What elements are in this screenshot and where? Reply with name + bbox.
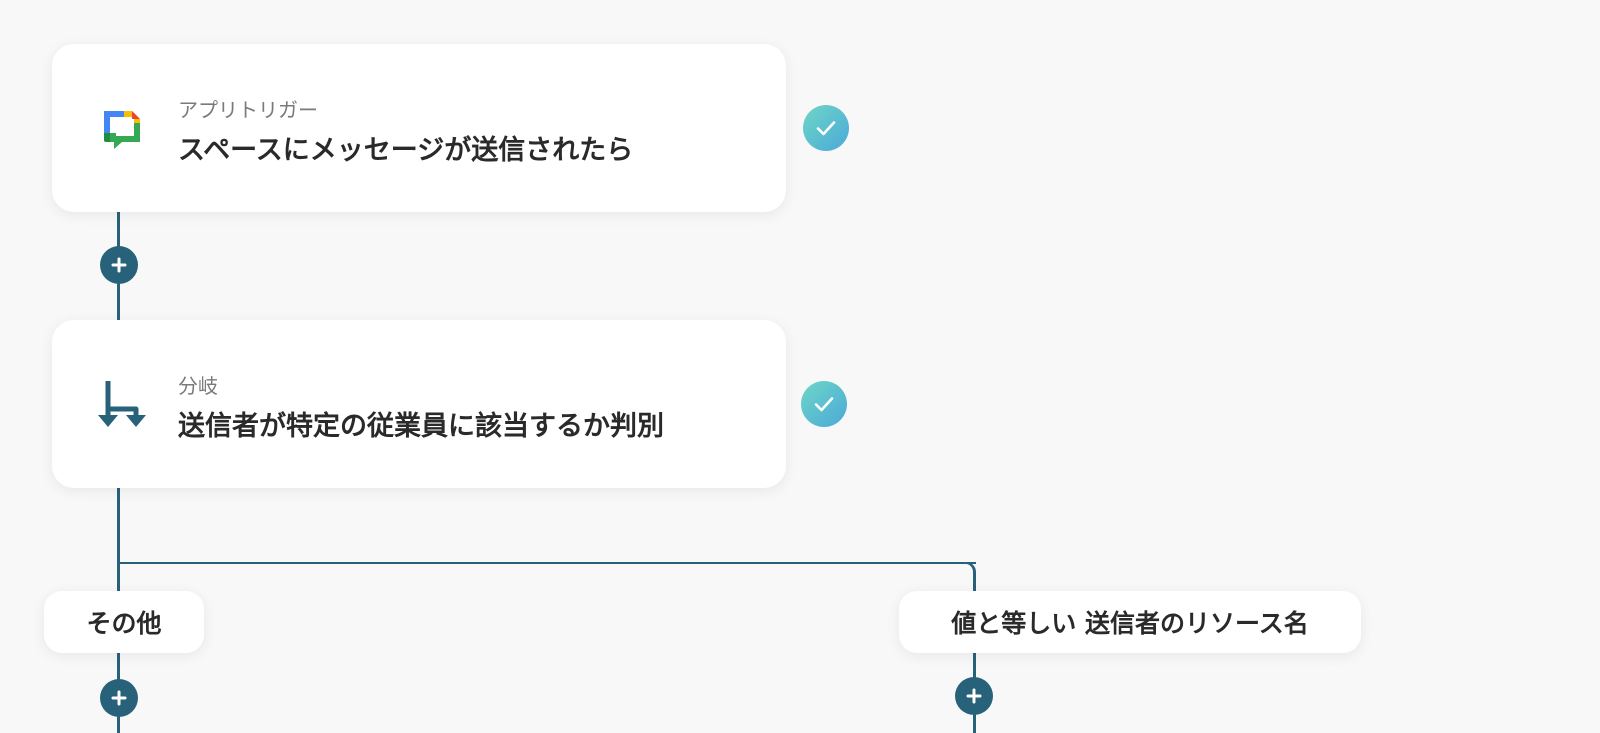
branch-connector-corner: [964, 562, 976, 582]
add-step-button-other[interactable]: [100, 679, 138, 717]
step-type-label: アプリトリガー: [178, 98, 318, 122]
google-chat-icon: [92, 102, 152, 154]
add-step-button[interactable]: [100, 246, 138, 284]
step-title: 送信者が特定の従業員に該当するか判別: [178, 411, 664, 442]
branch-connector-horizontal: [118, 562, 976, 564]
add-step-button-equals[interactable]: [955, 677, 993, 715]
branch-connector-right-line: [973, 578, 976, 733]
check-icon: [801, 381, 847, 427]
branch-label-equals[interactable]: 値と等しい 送信者のリソース名: [899, 591, 1361, 653]
step-card-trigger[interactable]: アプリトリガー スペースにメッセージが送信されたら: [52, 44, 786, 212]
plus-icon: [966, 688, 982, 704]
branch-icon: [92, 378, 152, 430]
step-card-branch[interactable]: 分岐 送信者が特定の従業員に該当するか判別: [52, 320, 786, 488]
plus-icon: [111, 257, 127, 273]
check-icon: [803, 105, 849, 151]
branch-label-other[interactable]: その他: [44, 591, 204, 653]
step-title: スペースにメッセージが送信されたら: [178, 135, 634, 166]
step-type-label: 分岐: [178, 374, 218, 398]
plus-icon: [111, 690, 127, 706]
